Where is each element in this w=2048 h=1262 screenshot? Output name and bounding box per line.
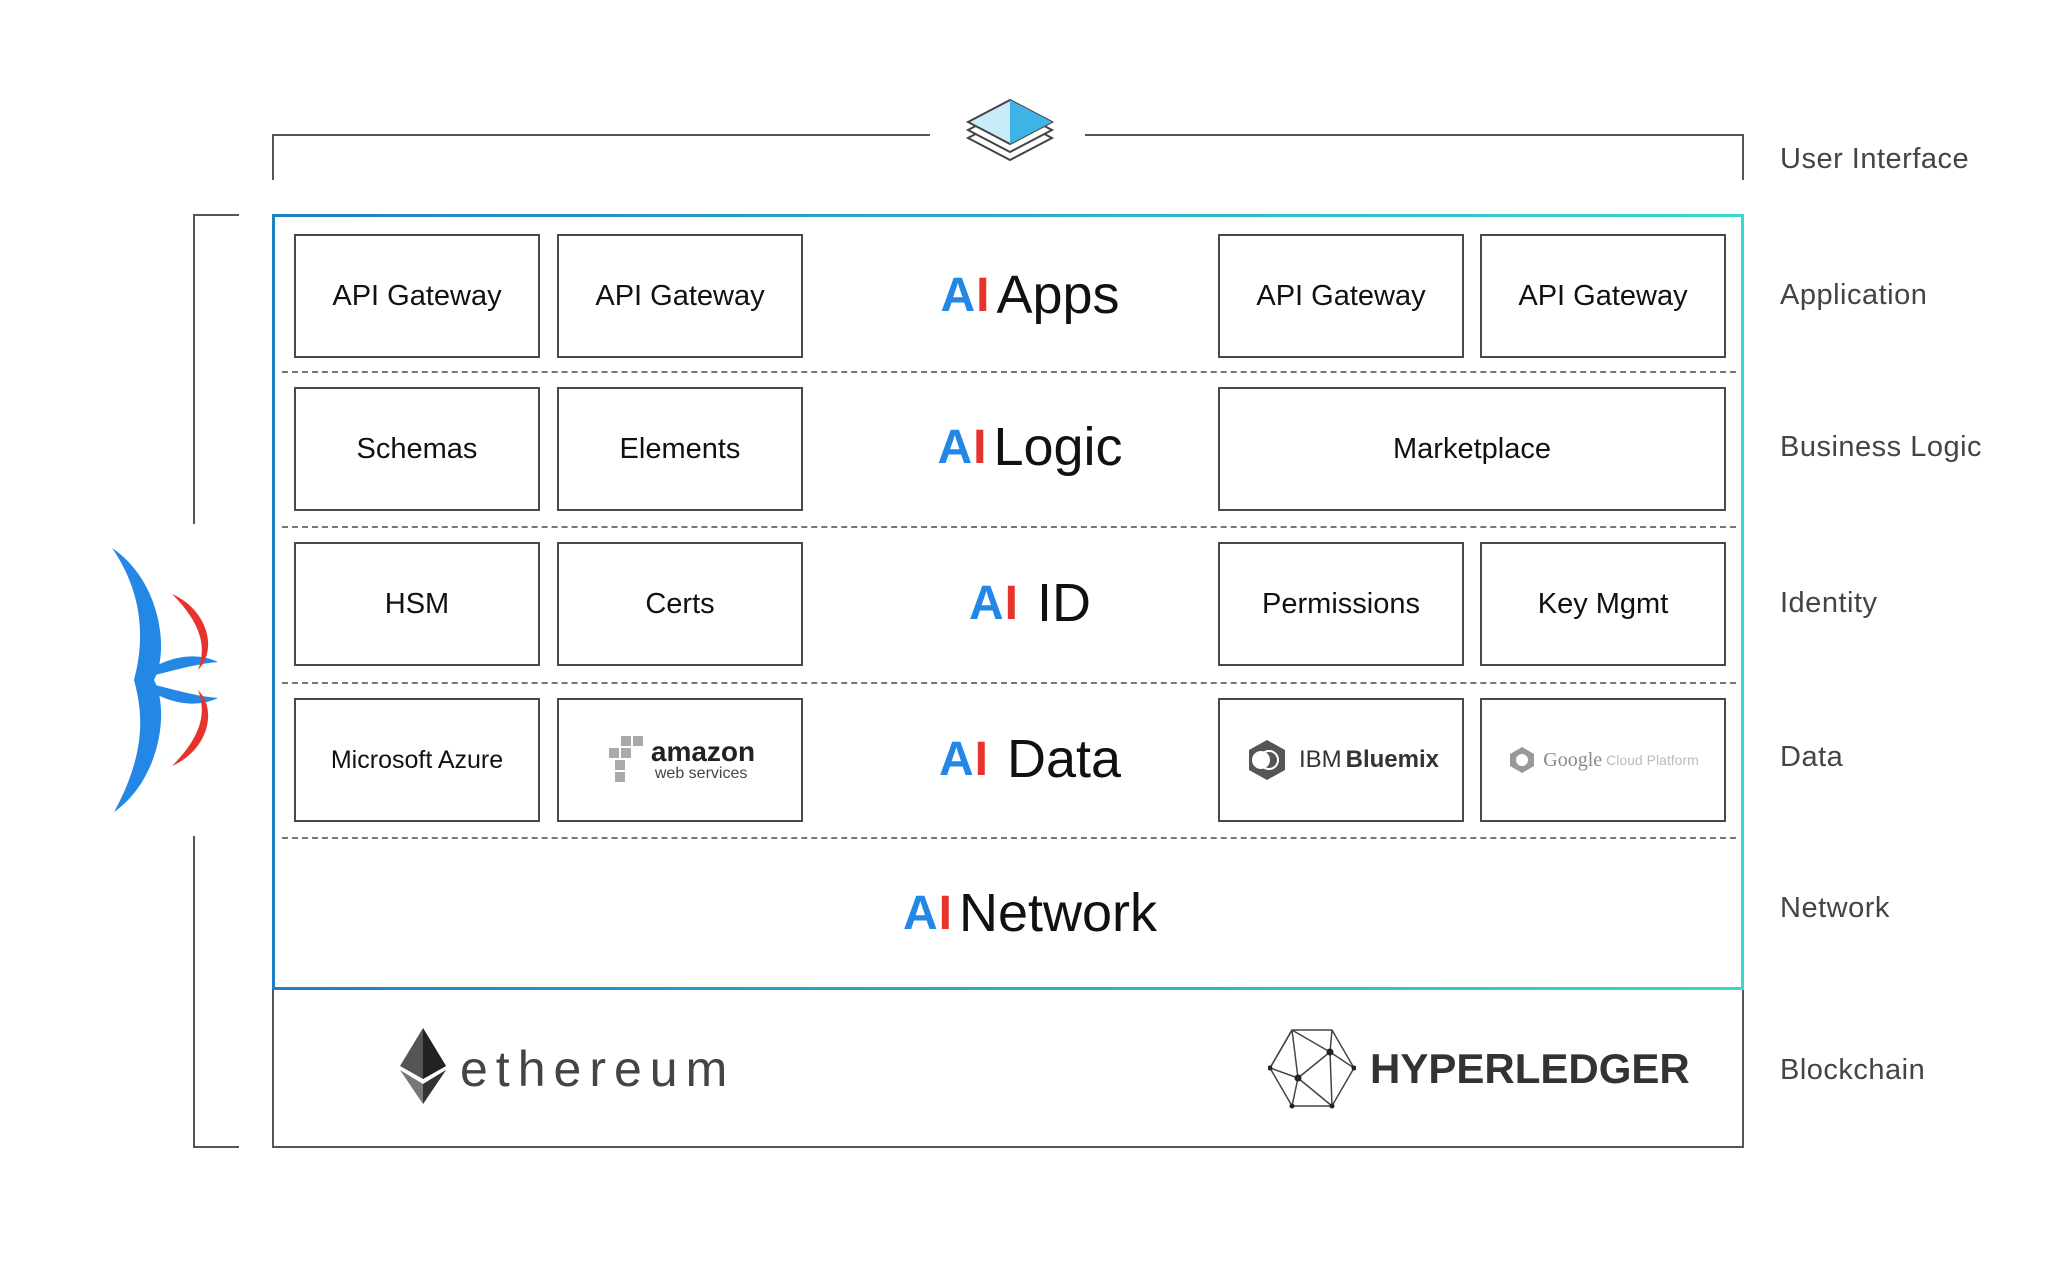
google-text: Google bbox=[1543, 748, 1603, 771]
aws-cubes-icon bbox=[608, 736, 643, 782]
box-label: API Gateway bbox=[1518, 279, 1688, 312]
ethereum-wordmark: ethereum bbox=[460, 1041, 736, 1097]
side-label-data: Data bbox=[1780, 741, 1844, 773]
side-label-blockchain: Blockchain bbox=[1780, 1054, 1926, 1086]
box-label: Marketplace bbox=[1393, 432, 1551, 465]
ai-data-title: AI Data bbox=[820, 714, 1240, 804]
schemas-box: Schemas bbox=[294, 387, 540, 511]
layer-word: Data bbox=[1006, 729, 1122, 789]
divider-id-data bbox=[282, 682, 1736, 684]
ui-bracket-left-horizontal bbox=[272, 134, 930, 136]
side-label-identity: Identity bbox=[1780, 587, 1878, 619]
bird-logo-icon bbox=[112, 548, 218, 812]
box-label: HSM bbox=[384, 587, 450, 620]
ai-network-title: AI Network bbox=[820, 868, 1240, 958]
ui-bracket-right-horizontal bbox=[1085, 134, 1744, 136]
api-gateway-box: API Gateway bbox=[1480, 234, 1726, 358]
divider-logic-id bbox=[282, 526, 1736, 528]
hyperledger-icon bbox=[1268, 1029, 1356, 1109]
ai-prefix: AI bbox=[938, 732, 989, 786]
api-gateway-box: API Gateway bbox=[1218, 234, 1464, 358]
google-cloud-box: Google Cloud Platform bbox=[1480, 698, 1726, 822]
box-label: Certs bbox=[645, 587, 715, 620]
side-label-network: Network bbox=[1780, 892, 1890, 924]
layer-word: Network bbox=[958, 883, 1158, 943]
aws-sub-text: web services bbox=[654, 765, 748, 782]
left-bracket-top-horizontal bbox=[193, 214, 239, 216]
blockchain-layer bbox=[272, 990, 1744, 1148]
ai-logic-title: AI Logic bbox=[820, 402, 1240, 492]
ui-bracket-right-vertical bbox=[1742, 134, 1744, 180]
left-bracket-lower-vertical bbox=[193, 836, 195, 1148]
elements-box: Elements bbox=[557, 387, 803, 511]
marketplace-box: Marketplace bbox=[1218, 387, 1726, 511]
box-label: Elements bbox=[619, 432, 741, 465]
ethereum-icon bbox=[400, 1028, 446, 1104]
ai-prefix: AI bbox=[940, 268, 991, 322]
ibm-bluemix-icon bbox=[1248, 740, 1285, 780]
box-label: API Gateway bbox=[1256, 279, 1426, 312]
ai-apps-title: AI Apps bbox=[820, 250, 1240, 340]
api-gateway-box: API Gateway bbox=[557, 234, 803, 358]
box-label: API Gateway bbox=[332, 279, 502, 312]
left-bracket-bottom-horizontal bbox=[193, 1146, 239, 1148]
api-gateway-box: API Gateway bbox=[294, 234, 540, 358]
ai-prefix: AI bbox=[968, 576, 1019, 630]
certs-box: Certs bbox=[557, 542, 803, 666]
ai-prefix: AI bbox=[902, 886, 953, 940]
box-label: Microsoft Azure bbox=[330, 745, 504, 774]
box-label: Key Mgmt bbox=[1537, 587, 1669, 620]
box-label: Permissions bbox=[1262, 587, 1420, 620]
box-label: API Gateway bbox=[595, 279, 765, 312]
hyperledger-wordmark: HYPERLEDGER bbox=[1370, 1045, 1690, 1092]
ibm-text: IBM bbox=[1298, 746, 1342, 773]
ai-prefix: AI bbox=[937, 420, 988, 474]
key-mgmt-box: Key Mgmt bbox=[1480, 542, 1726, 666]
divider-apps-logic bbox=[282, 371, 1736, 373]
layer-word: Logic bbox=[993, 417, 1123, 477]
layer-word: ID bbox=[1037, 573, 1091, 633]
layer-word: Apps bbox=[996, 265, 1120, 325]
left-bracket-upper-vertical bbox=[193, 214, 195, 524]
google-cloud-icon bbox=[1510, 747, 1535, 773]
ai-id-title: AI ID bbox=[820, 558, 1240, 648]
hsm-box: HSM bbox=[294, 542, 540, 666]
side-label-business-logic: Business Logic bbox=[1780, 431, 1983, 463]
box-label: Schemas bbox=[356, 432, 478, 465]
bluemix-text: Bluemix bbox=[1345, 746, 1440, 773]
divider-data-network bbox=[282, 837, 1736, 839]
aws-main-text: amazon bbox=[650, 736, 756, 767]
amazon-web-services-box: amazon web services bbox=[557, 698, 803, 822]
layers-icon bbox=[965, 98, 1055, 162]
ui-bracket-left-vertical bbox=[272, 134, 274, 180]
aws-wordmark: amazon web services bbox=[651, 738, 755, 782]
permissions-box: Permissions bbox=[1218, 542, 1464, 666]
microsoft-azure-box: Microsoft Azure bbox=[294, 698, 540, 822]
side-label-application: Application bbox=[1780, 279, 1928, 311]
side-label-user-interface: User Interface bbox=[1780, 143, 1970, 175]
ibm-bluemix-box: IBM Bluemix bbox=[1218, 698, 1464, 822]
cloud-platform-text: Cloud Platform bbox=[1606, 752, 1699, 768]
